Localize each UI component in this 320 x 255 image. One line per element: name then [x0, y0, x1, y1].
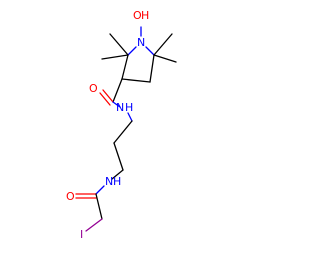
- molecule-structure: O H N O N H N H O I: [66, 9, 177, 241]
- molecule-canvas: O H N O N H N H O I: [66, 9, 177, 241]
- bond-c2-c3: [121, 54, 129, 80]
- bond-c3-c4: [121, 78, 151, 83]
- bond-ch2-ch2-a: [113, 120, 133, 144]
- bond-carbonyl-n1: [112, 101, 121, 108]
- bond-ch2-n2: [111, 169, 124, 180]
- bond-c5-c4: [149, 54, 155, 83]
- atom-hydroxyl-h: H: [141, 9, 149, 22]
- bond-n1-ch2: [127, 112, 133, 122]
- bond-carbonyl-ch2: [95, 193, 103, 220]
- atom-hydroxyl-o: O: [133, 9, 142, 22]
- atom-ring-n: N: [137, 36, 145, 49]
- bond-c5-methyl-a: [153, 33, 173, 56]
- atom-carbonyl-o-2: O: [66, 190, 75, 203]
- atom-carbonyl-o-1: O: [89, 82, 98, 95]
- bond-c3-carbonyl: [112, 78, 123, 103]
- bond-c2-methyl-a: [109, 33, 129, 56]
- bond-ch2-iodine: [85, 218, 103, 232]
- bond-n-c5: [145, 46, 155, 56]
- atom-amide-h-1: H: [125, 101, 133, 114]
- bond-c2-methyl-b: [101, 54, 129, 60]
- bond-n-c2: [127, 46, 137, 56]
- bond-carbonyl-o1-b: [99, 92, 111, 106]
- bond-carbonyl-o1-a: [102, 89, 114, 103]
- bond-ch2-ch2-b: [113, 142, 124, 171]
- atom-iodine: I: [80, 228, 83, 241]
- bond-c5-methyl-b: [153, 54, 177, 63]
- atom-amide-n-2: N: [105, 175, 113, 188]
- atom-amide-h-2: H: [113, 175, 121, 188]
- bond-n2-carbonyl: [95, 185, 105, 195]
- atom-amide-n-1: N: [116, 101, 124, 114]
